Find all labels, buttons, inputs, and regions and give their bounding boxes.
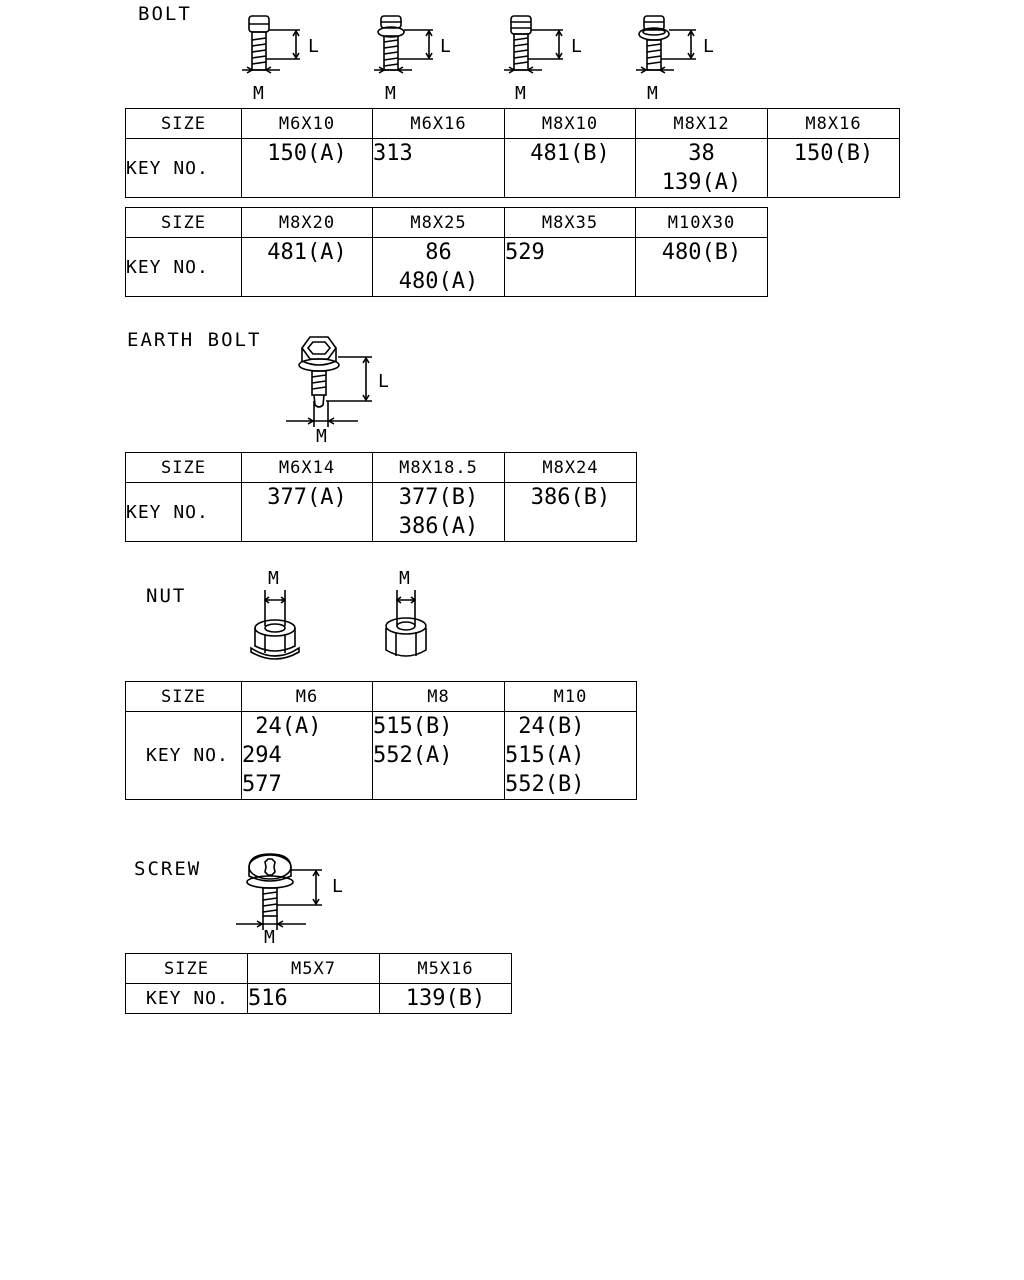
svg-text:M: M [385,83,396,102]
size-cell: M8X35 [504,207,636,238]
screw-section-title: SCREW [134,858,202,880]
earth-bolt-section-title: EARTH BOLT [127,329,262,351]
size-cell: M8X18.5 [372,452,505,483]
table-row: SIZE M5X7 M5X16 [125,953,512,984]
key-cell: 480(B) [635,237,768,297]
size-cell: M10X30 [635,207,768,238]
torx-screw-icon: L M [236,853,343,946]
svg-text:M: M [399,568,410,589]
screw-dim-diameter: M [264,927,275,946]
key-cell: 139(B) [379,983,512,1014]
flange-bolt-icon: L M [374,15,451,102]
hex-washer-bolt-icon: L M [504,15,582,102]
hex-nut-icon: M [385,568,427,657]
table-row: SIZE M8X20 M8X25 M8X35 M10X30 [125,207,768,238]
key-cell: 386(B) [504,482,637,542]
size-header: SIZE [125,452,242,483]
size-cell: M6X14 [241,452,373,483]
nut-section-title: NUT [146,585,187,607]
bolt-dim-diameter: M [253,83,264,102]
key-cell: 150(B) [767,138,900,198]
hex-bolt-icon: L M [242,15,319,102]
bolt-table-1: SIZE M6X10 M6X16 M8X10 M8X12 M8X16 KEY N… [125,108,900,198]
size-cell: M6X16 [372,108,505,139]
svg-text:M: M [647,83,658,102]
size-header: SIZE [125,681,242,712]
size-cell: M8 [372,681,505,712]
table-row: KEY NO. 377(A) 377(B)386(A) 386(B) [125,482,637,542]
table-row: KEY NO. 516 139(B) [125,983,512,1014]
size-cell: M10 [504,681,637,712]
svg-text:L: L [703,36,714,57]
key-cell: 529 [504,237,636,297]
svg-text:M: M [515,83,526,102]
size-cell: M8X20 [241,207,373,238]
key-cell: 150(A) [241,138,373,198]
key-cell: 481(A) [241,237,373,297]
size-cell: M8X24 [504,452,637,483]
earth-bolt-dim-length: L [378,371,389,392]
size-header: SIZE [125,953,248,984]
key-no-header: KEY NO. [125,138,242,198]
bolt-dim-length: L [308,36,319,57]
size-cell: M8X25 [372,207,505,238]
size-cell: M8X12 [635,108,768,139]
size-cell: M5X16 [379,953,512,984]
earth-bolt-icon: L M [286,336,389,445]
size-cell: M6 [241,681,373,712]
key-no-header: KEY NO. [125,711,242,800]
earth-bolt-dim-diameter: M [316,426,327,445]
key-cell: 377(B)386(A) [372,482,505,542]
hex-flange-bolt-icon: L M [636,15,714,102]
key-cell: 515(B)552(A) [372,711,505,800]
table-row: SIZE M6X14 M8X18.5 M8X24 [125,452,637,483]
key-cell: 516 [247,983,380,1014]
size-header: SIZE [125,108,242,139]
svg-text:L: L [440,36,451,57]
size-cell: M5X7 [247,953,380,984]
flange-nut-icon: M [250,568,300,660]
size-header: SIZE [125,207,242,238]
nut-dim-diameter: M [268,568,279,589]
size-cell: M8X16 [767,108,900,139]
svg-text:L: L [571,36,582,57]
key-cell: 377(A) [241,482,373,542]
key-no-header: KEY NO. [125,983,248,1014]
screw-table: SIZE M5X7 M5X16 KEY NO. 516 139(B) [125,953,512,1014]
bolt-table-2: SIZE M8X20 M8X25 M8X35 M10X30 KEY NO. 48… [125,207,768,297]
earth-bolt-table: SIZE M6X14 M8X18.5 M8X24 KEY NO. 377(A) … [125,452,637,542]
key-cell: 24(B)515(A)552(B) [504,711,637,800]
key-no-header: KEY NO. [125,482,242,542]
key-no-header: KEY NO. [125,237,242,297]
table-row: SIZE M6 M8 M10 [125,681,637,712]
key-cell: 313 [372,138,505,198]
screw-dim-length: L [332,876,343,897]
bolt-section-title: BOLT [138,3,192,25]
size-cell: M8X10 [504,108,636,139]
size-cell: M6X10 [241,108,373,139]
table-row: SIZE M6X10 M6X16 M8X10 M8X12 M8X16 [125,108,900,139]
key-cell: 481(B) [504,138,636,198]
